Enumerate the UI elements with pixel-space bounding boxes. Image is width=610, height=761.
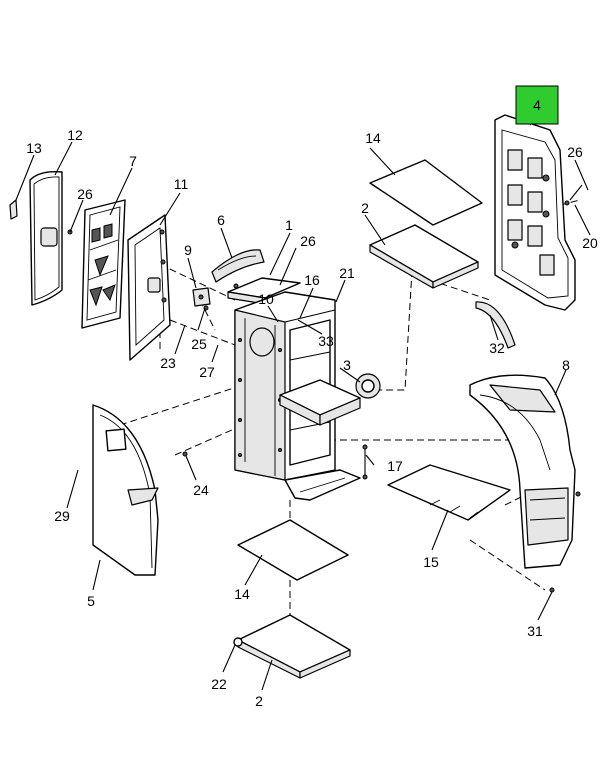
callout-33[interactable]: 33 (318, 333, 334, 349)
callout-7[interactable]: 7 (129, 153, 137, 169)
callout-11[interactable]: 11 (174, 176, 189, 192)
callout-10[interactable]: 10 (258, 291, 274, 307)
part-5-side-door (92, 404, 159, 576)
callout-24[interactable]: 24 (193, 482, 209, 498)
part-2-lower-tray (233, 614, 351, 679)
part-9-bracket (192, 287, 211, 307)
callout-25[interactable]: 25 (191, 336, 207, 352)
callout-13[interactable]: 13 (26, 140, 42, 156)
part-14-lower-pad (237, 519, 349, 581)
callout-16[interactable]: 16 (304, 272, 320, 288)
callout-20[interactable]: 20 (582, 235, 598, 251)
part-4-side-panel (494, 114, 576, 311)
part-6-handle (211, 249, 265, 283)
callout-21[interactable]: 21 (339, 265, 355, 281)
callout-29[interactable]: 29 (54, 508, 70, 524)
callout-2-lower[interactable]: 2 (255, 693, 263, 709)
part-32-trim-strip (475, 301, 516, 349)
highlight-box (515, 85, 559, 125)
callout-3[interactable]: 3 (343, 357, 351, 373)
callout-32[interactable]: 32 (489, 340, 505, 356)
callout-23[interactable]: 23 (160, 355, 176, 371)
callout-4-label: 4 (533, 97, 541, 113)
part-17-rod (362, 444, 368, 480)
callout-8[interactable]: 8 (562, 357, 570, 373)
callout-26-left[interactable]: 26 (77, 186, 93, 202)
callout-27[interactable]: 27 (199, 364, 215, 380)
part-15-floor-mat (387, 464, 511, 521)
callout-6[interactable]: 6 (217, 212, 225, 228)
main-frame-assembly (234, 291, 381, 501)
callout-15[interactable]: 15 (423, 554, 439, 570)
part-14-upper-pad (369, 159, 483, 226)
part-11-side-panel (127, 214, 171, 361)
part-2-upper-tray (369, 224, 479, 289)
callout-5[interactable]: 5 (87, 593, 95, 609)
callout-14-upper[interactable]: 14 (365, 130, 381, 146)
callout-17[interactable]: 17 (387, 458, 403, 474)
highlight-callout-4[interactable]: 4 (515, 85, 559, 125)
part-8-rear-cover (469, 374, 576, 569)
callout-26-mid[interactable]: 26 (300, 233, 316, 249)
part-12-door-panel (29, 170, 63, 306)
callout-9[interactable]: 9 (184, 242, 192, 258)
callout-31[interactable]: 31 (527, 623, 543, 639)
callout-12[interactable]: 12 (67, 127, 83, 143)
leader-lines (15, 116, 591, 691)
callout-22[interactable]: 22 (211, 676, 227, 692)
callout-14-lower[interactable]: 14 (234, 586, 250, 602)
callout-1[interactable]: 1 (285, 217, 293, 233)
callout-2-upper[interactable]: 2 (361, 200, 369, 216)
callout-26-right[interactable]: 26 (567, 144, 583, 160)
callout-labels: 13 12 26 7 11 6 1 26 9 14 2 26 20 21 16 … (26, 127, 598, 709)
part-13-clip (9, 199, 18, 220)
part-7-grille-frame (81, 199, 126, 329)
